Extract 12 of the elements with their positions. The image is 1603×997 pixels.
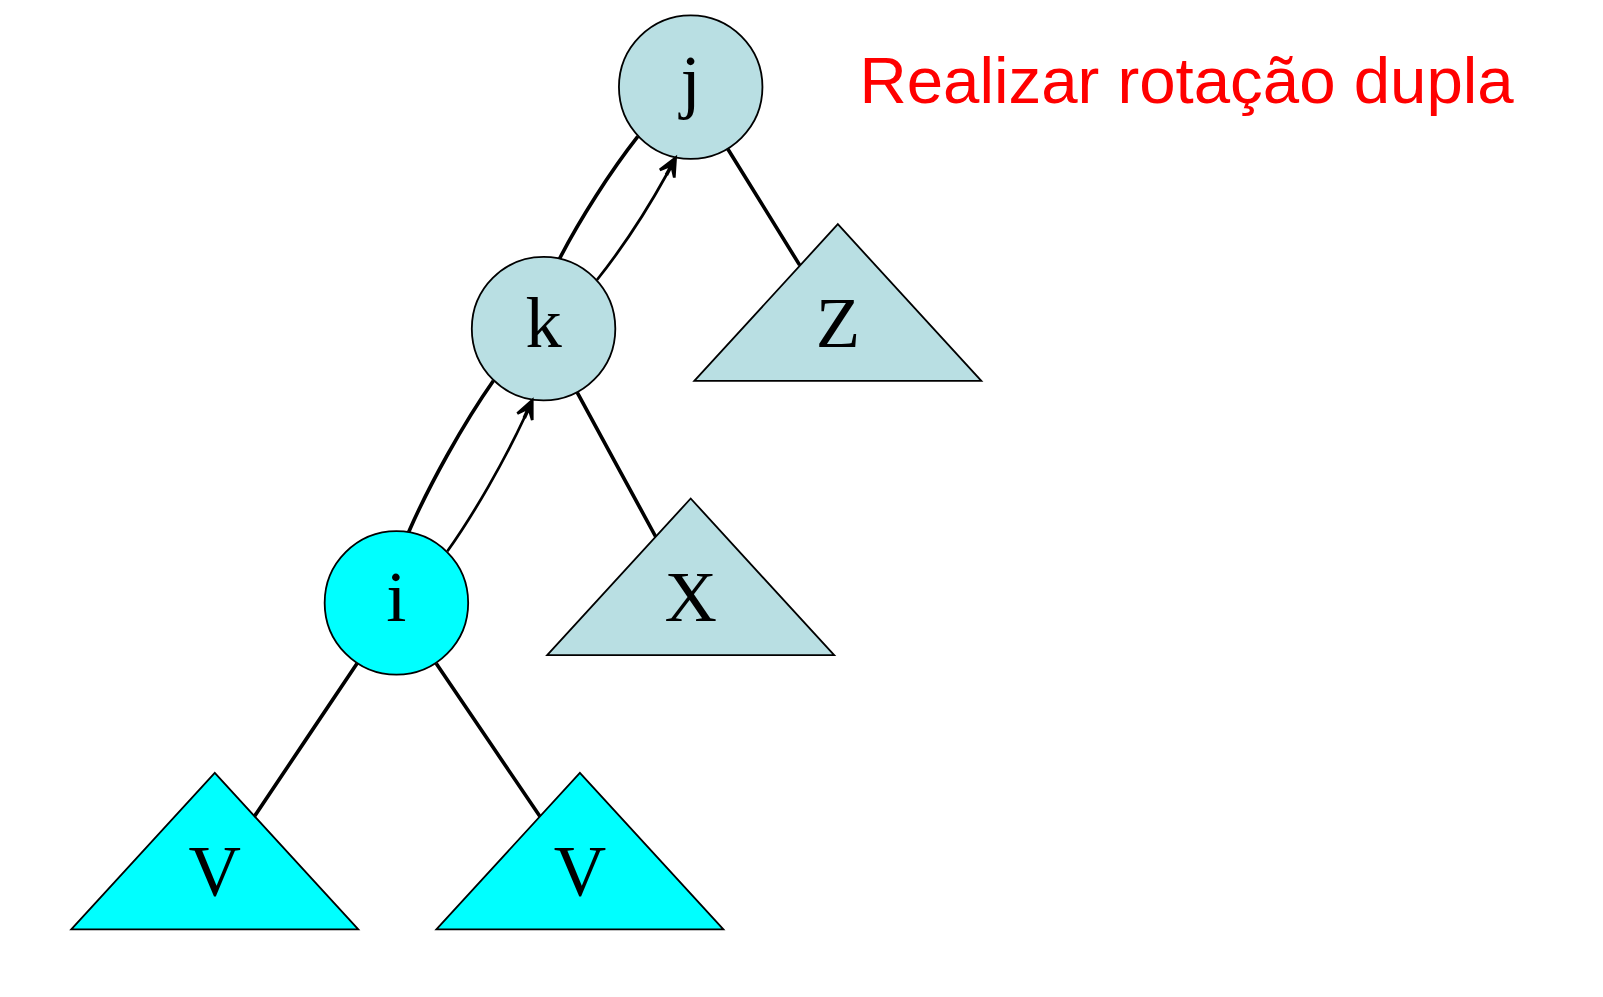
connector: [434, 662, 542, 818]
node-circle: j: [618, 14, 764, 160]
node-circle: k: [470, 256, 617, 402]
connector: [253, 662, 359, 817]
connector: [575, 391, 658, 538]
connector: [726, 147, 802, 267]
node-circle: i: [323, 530, 470, 676]
arrow: [595, 156, 677, 281]
arrow: [446, 398, 534, 553]
connector: [558, 135, 640, 260]
label: Realizar rotação dupla: [859, 44, 1514, 118]
connector: [407, 379, 495, 533]
